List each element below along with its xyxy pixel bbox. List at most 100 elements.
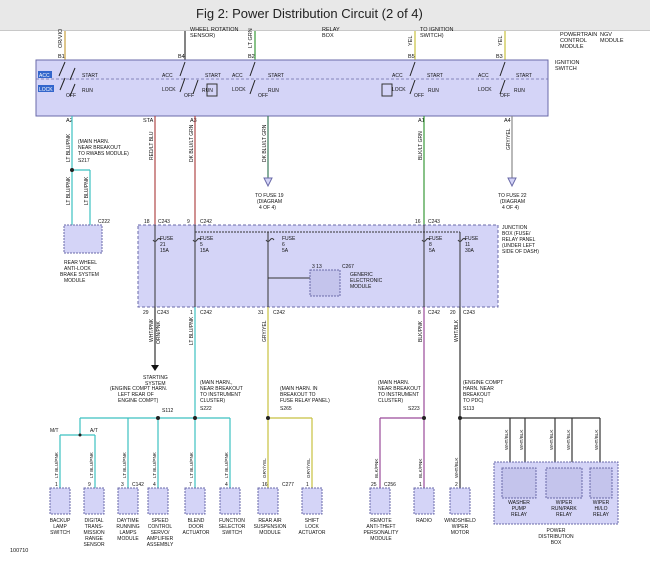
sw4-start: START	[427, 73, 443, 79]
s112-1: (ENGINE COMPT HARN.	[110, 386, 167, 392]
splice-s217: (MAIN HARN. NEAR BREAKOUT TO RWABS MODUL…	[66, 139, 129, 225]
gem-labels: 3 13 C267 GENERIC ELECTRONIC MODULE	[312, 264, 383, 290]
jb-label-1: JUNCTION	[502, 225, 528, 231]
bw-2: LT BLU/PNK	[122, 451, 127, 478]
r1-l2: RELAY	[556, 512, 573, 518]
s265-1: (MAIN HARN. IN	[280, 386, 318, 392]
fuse22-1: TO FUSE 22	[498, 193, 527, 199]
bp-7: 16	[262, 482, 268, 488]
bw-10: BLK/PNK	[418, 458, 423, 478]
c1-l3: RANGE	[85, 536, 103, 542]
s265-3: FUSE RELAY PANEL)	[280, 398, 330, 404]
r2-l1: HI/LO	[594, 506, 607, 512]
c10-l2: MOTOR	[451, 530, 470, 536]
label-powertrain-3: MODULE	[560, 44, 584, 50]
wl-low-1: WHT/PNK	[149, 318, 155, 342]
rwm-4: MODULE	[64, 278, 86, 284]
sw2-start: START	[205, 73, 221, 79]
fuse19-2: (DIAGRAM	[257, 199, 282, 205]
c7-l2: ACTUATOR	[298, 530, 325, 536]
bp-0: 1	[55, 482, 58, 488]
sw5-lock: LOCK	[478, 87, 492, 93]
label-ngv-2: MODULE	[600, 38, 624, 44]
fuse8-num: 8	[429, 242, 432, 248]
label-powertrain-1: POWERTRAIN	[560, 32, 597, 38]
label-ign-switch-2: SWITCH)	[420, 33, 444, 39]
jb-tp-16: 16	[415, 219, 421, 225]
fuse19-1: TO FUSE 19	[255, 193, 284, 199]
ign-outputs: A2 STA A3 A1 A4	[66, 118, 511, 124]
bw-0: LT BLU/PNK	[54, 451, 59, 478]
ignition-switch-labels: IGNITION SWITCH B1 B4 B2 B5 B3	[58, 54, 579, 72]
pin-b2: B2	[248, 54, 255, 60]
c2-l0: DAYTIME	[117, 518, 140, 524]
wire-label-yel-2: YEL	[498, 36, 504, 46]
c1-l2: MISSION	[83, 530, 105, 536]
label-relay-box-1: RELAY	[322, 27, 340, 33]
sw3-lock: LOCK	[232, 87, 246, 93]
sw5-off: OFF	[500, 93, 510, 99]
jb-bp-20: 20	[450, 310, 456, 316]
wl-low-2: LT BLU/PNK	[189, 316, 195, 345]
wiper-run-park-relay	[545, 467, 583, 499]
jb-bp-c242b: C242	[273, 310, 285, 316]
sw1-acc: ACC	[39, 73, 50, 79]
s222-2: NEAR BREAKOUT	[200, 386, 243, 392]
wl-low-4: BLK/PNK	[418, 320, 424, 342]
s222-id: S222	[200, 406, 212, 412]
bw-15: WHT/BLK	[566, 429, 571, 450]
label-powertrain-2: CONTROL	[560, 38, 587, 44]
figure-id: 100710	[10, 548, 28, 554]
s222-4: CLUSTER)	[200, 398, 225, 404]
wl-a2: LT BLU/PNK	[66, 133, 72, 162]
c1-l0: DIGITAL	[84, 518, 103, 524]
sw2-lock: LOCK	[162, 87, 176, 93]
s222-3: TO INSTRUMENT	[200, 392, 241, 398]
c6-l0: REAR AIR	[258, 518, 282, 524]
sw2-acc: ACC	[162, 73, 173, 79]
pdc-l1: DISTRIBUTION	[538, 534, 574, 540]
bw-8: GRY/YEL	[306, 458, 311, 478]
fuse-refs: TO FUSE 19 (DIAGRAM 4 OF 4) TO FUSE 22 (…	[255, 177, 527, 211]
gem-label-2: ELECTRONIC	[350, 278, 383, 284]
splice-texts: (ENGINE COMPT HARN. LEFT REAR OF ENGINE …	[50, 380, 503, 434]
bp-10: 25	[371, 482, 377, 488]
box-drl-module	[117, 487, 139, 515]
rear-wheel-module-box	[63, 224, 103, 254]
gem-pins: 3 13	[312, 264, 322, 270]
fuse5-num: 5	[200, 242, 203, 248]
box-anti-theft	[369, 487, 391, 515]
c1-l4: SENSOR	[83, 542, 105, 548]
c0-l2: SWITCH	[50, 530, 70, 536]
c6-l1: SUSPENSION	[254, 524, 287, 530]
wire-label-or-vio: OR/VIO	[58, 28, 64, 48]
s265-id: S265	[280, 406, 292, 412]
r0-l0: WASHER	[508, 500, 530, 506]
pin-b1: B1	[58, 54, 65, 60]
sw4-run: RUN	[428, 88, 439, 94]
s217-wire-1: LT BLU/PNK	[66, 176, 72, 205]
pdc-l0: POWER	[547, 528, 566, 534]
jb-tp-c243b: C243	[428, 219, 440, 225]
sw1-run: RUN	[82, 88, 93, 94]
wl-low-1b: ORN/PNK	[156, 321, 162, 344]
fuse8-amp: 5A	[429, 248, 436, 254]
bw-16: WHT/BLK	[594, 429, 599, 450]
r1-l0: WIPER	[556, 500, 573, 506]
bp-8: C277	[282, 482, 294, 488]
label-wheel-rotation-1: WHEEL ROTATION	[190, 27, 239, 33]
c10-l0: WINDSHIELD	[444, 518, 476, 524]
fuse21-num: 21	[160, 242, 166, 248]
jb-tp-9: 9	[187, 219, 190, 225]
bp-13: 2	[455, 482, 458, 488]
rear-wheel-module-label: REAR WHEEL ANTI-LOCK BRAKE SYSTEM MODULE	[60, 260, 99, 284]
sw4-acc: ACC	[392, 73, 403, 79]
c9-l0: RADIO	[416, 518, 432, 524]
jb-tp-c242: C242	[200, 219, 212, 225]
c3-l3: AMPLIFIER	[147, 536, 174, 542]
sw5-acc: ACC	[478, 73, 489, 79]
out-a1: A1	[418, 118, 425, 124]
c7-l0: SHIFT	[305, 518, 319, 524]
out-a4: A4	[504, 118, 511, 124]
